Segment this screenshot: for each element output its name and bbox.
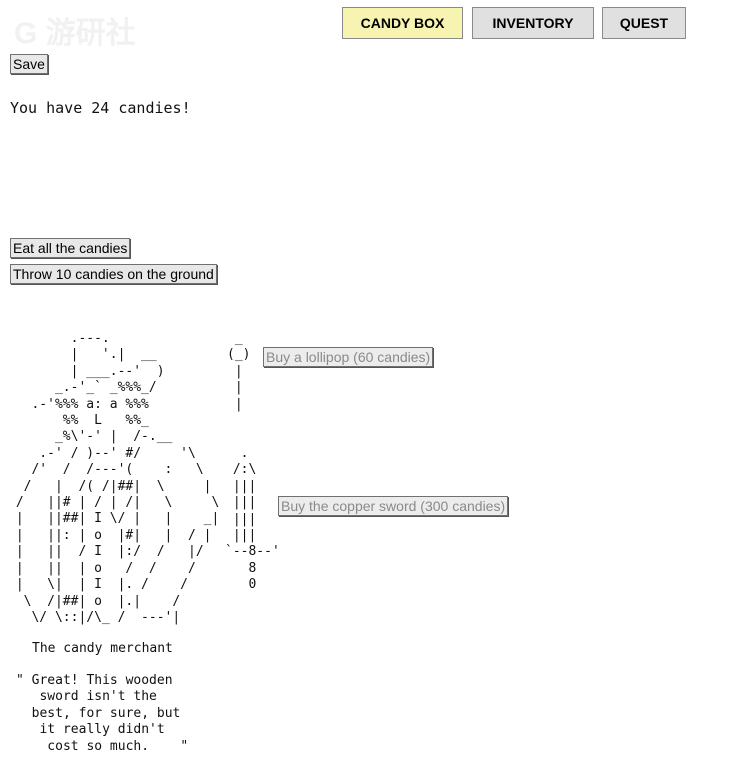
- buy-lollipop-button[interactable]: Buy a lollipop (60 candies): [263, 347, 434, 367]
- buy-copper-sword-button[interactable]: Buy the copper sword (300 candies): [278, 496, 509, 516]
- tab-candy-box[interactable]: CANDY BOX: [342, 7, 463, 39]
- tab-quest[interactable]: QUEST: [602, 7, 686, 39]
- throw-candies-button[interactable]: Throw 10 candies on the ground: [10, 264, 217, 284]
- tab-inventory[interactable]: INVENTORY: [472, 7, 594, 39]
- watermark-text: G 游研社: [14, 17, 136, 50]
- merchant-quote: " Great! This wooden sword isn't the bes…: [16, 673, 189, 754]
- sword-ascii-art: . /:\ ||| ||| ||| ||| `--8--' 8 0: [225, 446, 280, 593]
- lollipop-ascii-art: _ (_) | | |: [227, 331, 251, 412]
- merchant-name: The candy merchant: [32, 641, 173, 656]
- candy-count: You have 24 candies!: [10, 99, 191, 117]
- watermark-logo: G 游研社: [14, 8, 136, 52]
- save-button[interactable]: Save: [10, 54, 48, 74]
- merchant-ascii-art: .---. | '.| __ | ___.--' ) _.-'_` _%%%_/…: [15, 331, 220, 625]
- eat-candies-button[interactable]: Eat all the candies: [10, 238, 131, 258]
